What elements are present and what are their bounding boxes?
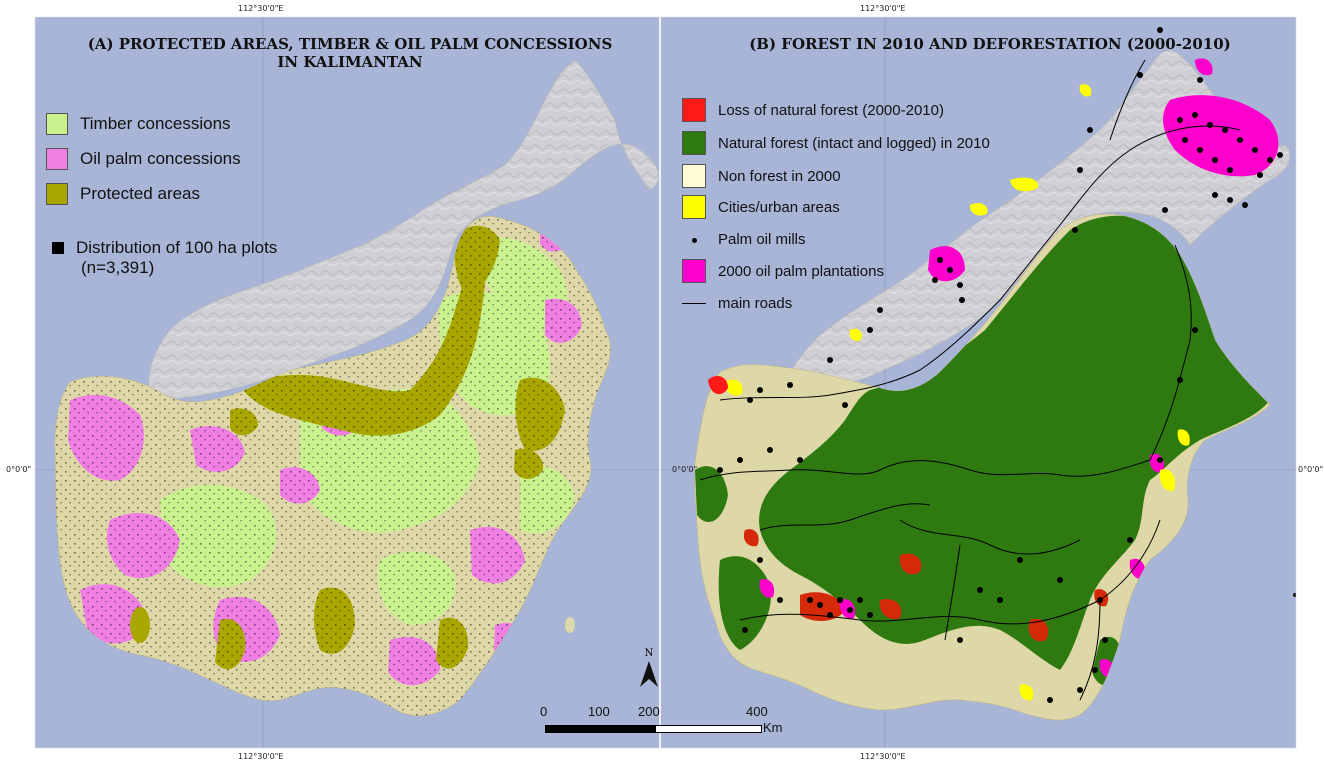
- natural-forest: [759, 215, 1270, 670]
- legend-label: Distribution of 100 ha plots: [76, 238, 278, 257]
- legend-item-plots: Distribution of 100 ha plots: [52, 238, 277, 258]
- legend-label: Cities/urban areas: [718, 198, 840, 216]
- legend-item-plantations: 2000 oil palm plantations: [682, 259, 884, 283]
- mill-dot-icon: [691, 238, 697, 243]
- protected-swatch: [46, 183, 68, 205]
- legend-label: Oil palm concessions: [80, 149, 241, 168]
- forest-swatch: [682, 131, 706, 155]
- north-arrow: N: [638, 648, 660, 692]
- nonforest-swatch: [682, 164, 706, 188]
- north-plantations: [928, 58, 1279, 282]
- urban-swatch: [682, 195, 706, 219]
- timber-swatch: [46, 113, 68, 135]
- coord-top-right: 112°30'0"E: [860, 4, 906, 13]
- legend-item-mills: Palm oil mills: [682, 230, 806, 248]
- oilpalm-swatch: [46, 148, 68, 170]
- scale-tick-200: 200: [638, 704, 660, 719]
- scale-tick-100: 100: [588, 704, 610, 719]
- legend-plots-count: (n=3,391): [81, 258, 155, 277]
- north-label: N: [644, 648, 654, 659]
- legend-item-roads: main roads: [682, 295, 792, 312]
- legend-item-urban: Cities/urban areas: [682, 195, 840, 219]
- legend-item-oilpalm: Oil palm concessions: [46, 148, 241, 170]
- panel-a-title-line1: (A) PROTECTED AREAS, TIMBER & OIL PALM C…: [87, 35, 613, 53]
- panel-b-title: (B) FOREST IN 2010 AND DEFORESTATION (20…: [749, 35, 1231, 53]
- plot-marker-icon: [52, 242, 64, 254]
- panel-b-map: [694, 27, 1296, 721]
- legend-item-nonforest: Non forest in 2000: [682, 164, 841, 188]
- road-line-icon: [682, 303, 706, 304]
- legend-item-protected: Protected areas: [46, 183, 200, 205]
- coord-bottom-right: 112°30'0"E: [860, 752, 906, 761]
- urban-areas: [1019, 429, 1190, 701]
- scale-segment-filled: [545, 725, 655, 733]
- legend-label: main roads: [718, 295, 793, 312]
- legend-item-forest: Natural forest (intact and logged) in 20…: [682, 131, 990, 155]
- legend-label: Non forest in 2000: [718, 167, 841, 185]
- north-arrow-icon: [640, 661, 658, 687]
- panel-a-map: [54, 59, 660, 717]
- northern-relief: [148, 59, 660, 401]
- loss-swatch: [682, 98, 706, 122]
- scale-bar: 0 100 200 400 Km: [540, 704, 790, 744]
- legend-item-loss: Loss of natural forest (2000-2010): [682, 98, 944, 122]
- legend-label: Protected areas: [80, 184, 201, 203]
- panel-a-title: (A) PROTECTED AREAS, TIMBER & OIL PALM C…: [60, 35, 640, 71]
- coord-left-lat: 0°0'0": [6, 465, 32, 474]
- legend-label: Loss of natural forest (2000-2010): [718, 101, 944, 119]
- legend-label: Timber concessions: [80, 114, 231, 133]
- plantation-swatch: [682, 259, 706, 283]
- north-urban: [724, 84, 1092, 396]
- scale-unit: Km: [763, 720, 783, 735]
- scale-tick-400: 400: [746, 704, 768, 719]
- palm-oil-mills: [717, 27, 1283, 703]
- legend-label: Palm oil mills: [718, 230, 806, 248]
- legend-item-timber: Timber concessions: [46, 113, 231, 135]
- scale-tick-0: 0: [540, 704, 548, 719]
- coord-bottom-left: 112°30'0"E: [238, 752, 284, 761]
- panel-a-title-line2: IN KALIMANTAN: [277, 53, 423, 71]
- main-roads: [699, 59, 1241, 701]
- legend-label: 2000 oil palm plantations: [718, 262, 884, 280]
- legend-label: Natural forest (intact and logged) in 20…: [718, 134, 990, 152]
- scale-segment-empty: [655, 725, 762, 733]
- coord-top-left: 112°30'0"E: [238, 4, 284, 13]
- coord-right-lat: 0°0'0": [1298, 465, 1324, 474]
- coord-mid-lat: 0°0'0": [672, 465, 698, 474]
